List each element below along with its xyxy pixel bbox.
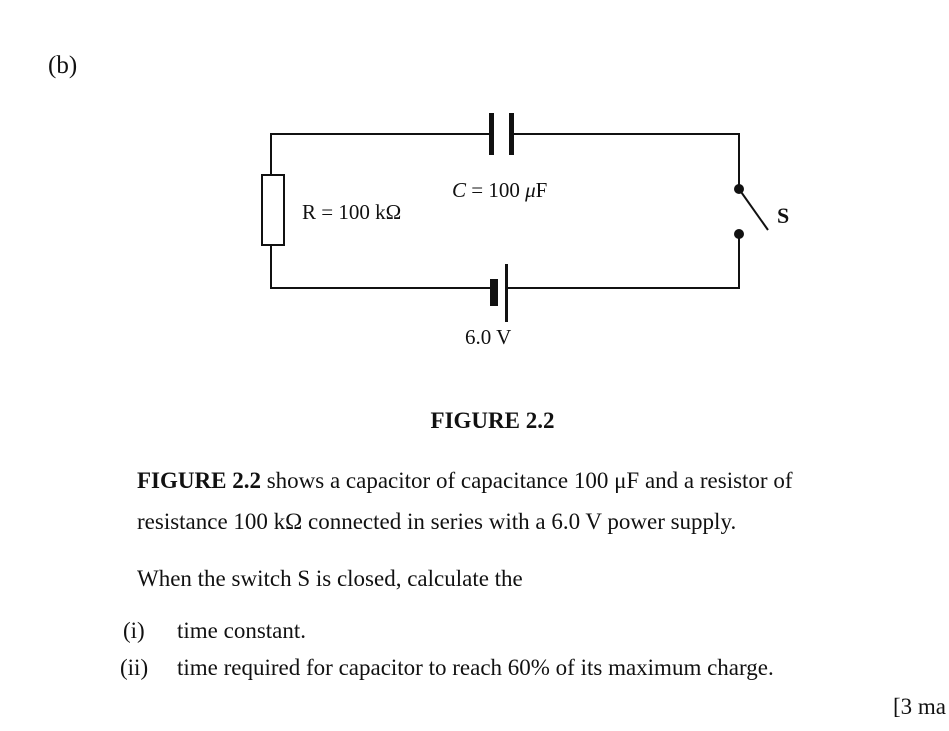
battery-short-plate xyxy=(490,279,498,306)
question-part-label: (b) xyxy=(48,52,78,79)
switch-contact-bottom xyxy=(734,229,744,239)
circuit-diagram: C = 100 μF R = 100 kΩ 6.0 V S xyxy=(261,113,789,349)
switch-lever xyxy=(738,188,769,231)
capacitor-label: C = 100 μF xyxy=(452,178,547,202)
bottom-wire-left xyxy=(270,244,491,289)
subquestion-i: (i) time constant. xyxy=(120,618,920,648)
capacitor-plate-right xyxy=(509,113,514,155)
subquestion-text: time constant. xyxy=(177,618,307,643)
question-text-line-2: resistance 100 kΩ connected in series wi… xyxy=(137,509,737,534)
question-instruction: When the switch S is closed, calculate t… xyxy=(137,566,523,591)
resistor-symbol xyxy=(261,174,285,246)
resistor-label: R = 100 kΩ xyxy=(302,200,401,224)
top-wire-left xyxy=(270,133,491,178)
marks-allocation: [3 ma xyxy=(893,694,947,719)
subquestion-text: time required for capacitor to reach 60%… xyxy=(177,655,774,680)
subquestion-ii: (ii) time required for capacitor to reac… xyxy=(120,655,920,685)
capacitor-plate-left xyxy=(489,113,494,155)
top-wire-right xyxy=(512,133,740,187)
battery-long-plate xyxy=(505,264,508,322)
switch-label: S xyxy=(777,203,789,228)
figure-caption: FIGURE 2.2 xyxy=(430,408,555,433)
question-text-line-1: FIGURE 2.2 shows a capacitor of capacita… xyxy=(137,468,793,493)
battery-label: 6.0 V xyxy=(465,325,511,349)
subquestion-number: (ii) xyxy=(120,655,149,680)
bottom-wire-right xyxy=(507,236,740,289)
subquestion-number: (i) xyxy=(123,618,145,643)
figure-reference: FIGURE 2.2 xyxy=(137,468,261,493)
